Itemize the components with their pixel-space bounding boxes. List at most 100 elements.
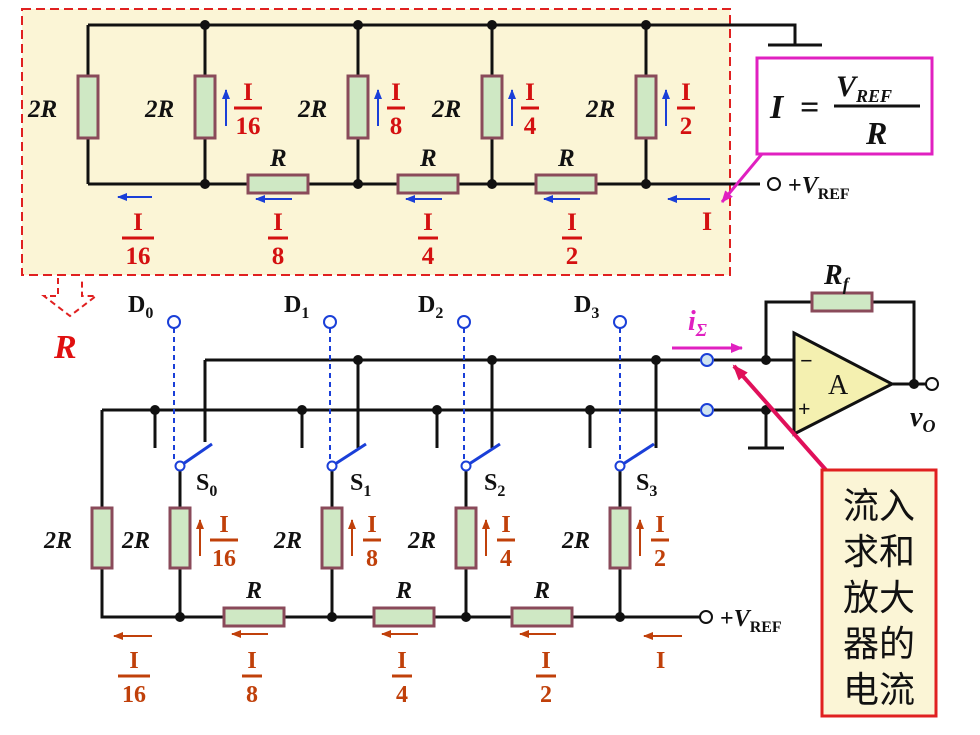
control-lines bbox=[173, 328, 621, 462]
svg-text:I: I bbox=[541, 648, 550, 674]
svg-text:4: 4 bbox=[396, 682, 408, 708]
switch-blades bbox=[179, 442, 655, 468]
top-junction-dots bbox=[200, 20, 651, 189]
bottom-vref-label: +VREF bbox=[720, 606, 782, 636]
top-branch-arrows bbox=[222, 89, 670, 126]
svg-text:16: 16 bbox=[126, 243, 151, 270]
switch-label: S3 bbox=[636, 470, 657, 500]
svg-text:4: 4 bbox=[524, 113, 537, 140]
bottom-series-resistor-0 bbox=[222, 606, 286, 628]
svg-text:I: I bbox=[397, 648, 406, 674]
svg-text:I: I bbox=[567, 209, 577, 236]
svg-text:I: I bbox=[681, 79, 691, 106]
top-shunt-label: 2R bbox=[585, 96, 615, 123]
bottom-branch-fraction-1: I 8 bbox=[363, 512, 381, 572]
svg-text:I: I bbox=[129, 648, 138, 674]
svg-text:I: I bbox=[501, 512, 510, 538]
bottom-series-resistor-2 bbox=[510, 606, 574, 628]
data-input-label: D0 bbox=[128, 292, 153, 322]
svg-text:8: 8 bbox=[246, 682, 258, 708]
svg-text:4: 4 bbox=[422, 243, 435, 270]
switch-blade-2 bbox=[465, 442, 501, 468]
bottom-rail-fraction-1: I 8 bbox=[242, 648, 262, 708]
feedback-resistor bbox=[810, 291, 874, 313]
svg-text:I: I bbox=[219, 512, 228, 538]
svg-text:I: I bbox=[391, 79, 401, 106]
data-input-terminals bbox=[167, 315, 627, 329]
svg-text:8: 8 bbox=[366, 546, 378, 572]
switch-blade-0 bbox=[179, 442, 213, 468]
note-line: 流入 bbox=[843, 486, 915, 527]
top-shunt-resistor-1 bbox=[193, 74, 217, 140]
top-series-label: R bbox=[557, 145, 575, 172]
opamp-minus: − bbox=[800, 348, 813, 373]
top-branch-fraction-1: I 8 bbox=[387, 79, 405, 140]
svg-text:16: 16 bbox=[122, 682, 146, 708]
top-series-resistor-2 bbox=[534, 173, 598, 195]
bottom-resistors bbox=[90, 291, 874, 628]
top-rail-fraction-3: I 2 bbox=[562, 209, 582, 270]
svg-text:I: I bbox=[247, 648, 256, 674]
top-rail-fraction-0: I 16 bbox=[122, 209, 154, 270]
bottom-shunt-resistor-3 bbox=[454, 506, 478, 570]
switch-pivots bbox=[174, 460, 626, 472]
bottom-junction-dots bbox=[150, 355, 919, 622]
opamp-triangle bbox=[792, 330, 896, 437]
top-shunt-resistor-3 bbox=[480, 74, 504, 140]
top-shunt-label: 2R bbox=[144, 96, 174, 123]
bottom-vref-terminal bbox=[699, 610, 713, 624]
formula-pointer bbox=[720, 153, 764, 203]
bottom-branch-fraction-2: I 4 bbox=[497, 512, 515, 572]
formula-lhs: I bbox=[769, 89, 785, 126]
top-branch-fraction-3: I 2 bbox=[677, 79, 695, 140]
bottom-series-label: R bbox=[245, 578, 262, 604]
top-shunt-label: 2R bbox=[297, 96, 327, 123]
output-label: vO bbox=[910, 402, 935, 436]
svg-text:2: 2 bbox=[654, 546, 666, 572]
note-line: 电流 bbox=[843, 670, 915, 711]
bottom-shunt-label: 2R bbox=[273, 528, 302, 554]
top-vref-terminal bbox=[767, 177, 781, 191]
switch-label: S2 bbox=[484, 470, 505, 500]
bottom-branch-fraction-3: I 2 bbox=[651, 512, 669, 572]
note-box bbox=[820, 468, 938, 718]
top-rail-fraction-1: I 8 bbox=[268, 209, 288, 270]
formula-numerator: VREF bbox=[836, 70, 892, 106]
top-shunt-resistor-2 bbox=[346, 74, 370, 140]
output-terminal bbox=[925, 377, 939, 391]
svg-text:2: 2 bbox=[680, 113, 693, 140]
top-rail-arrows bbox=[117, 193, 710, 203]
formula-equals: = bbox=[800, 89, 819, 126]
isum-label: iΣ bbox=[688, 306, 707, 340]
top-series-resistor-0 bbox=[246, 173, 310, 195]
bottom-branch-arrows bbox=[196, 519, 644, 556]
note-line: 求和 bbox=[843, 532, 915, 573]
data-input-label: D3 bbox=[574, 292, 599, 322]
top-shunt-resistor-4 bbox=[634, 74, 658, 140]
switch-blade-1 bbox=[331, 442, 367, 468]
bottom-shunt-resistor-0 bbox=[90, 506, 114, 570]
equivalent-network-highlight bbox=[21, 8, 731, 276]
rf-label: Rf bbox=[823, 260, 851, 294]
bottom-rail-fraction-2: I 4 bbox=[392, 648, 412, 708]
bottom-shunt-resistor-4 bbox=[608, 506, 632, 570]
formula-denominator: R bbox=[865, 115, 887, 151]
bottom-rail-fraction-3: I 2 bbox=[536, 648, 556, 708]
svg-text:8: 8 bbox=[390, 113, 403, 140]
top-branch-fraction-0: I 16 bbox=[234, 79, 262, 140]
svg-text:8: 8 bbox=[272, 243, 285, 270]
bottom-series-resistor-1 bbox=[372, 606, 436, 628]
top-rail-fraction-2: I 4 bbox=[418, 209, 438, 270]
bottom-series-label: R bbox=[533, 578, 550, 604]
bottom-shunt-label: 2R bbox=[561, 528, 590, 554]
svg-text:I: I bbox=[525, 79, 535, 106]
bottom-shunt-resistor-1 bbox=[168, 506, 192, 570]
svg-text:2: 2 bbox=[566, 243, 579, 270]
bottom-shunt-label: 2R bbox=[121, 528, 150, 554]
top-shunt-resistor-0 bbox=[76, 74, 100, 140]
opamp-plus: + bbox=[798, 396, 811, 421]
top-resistors bbox=[76, 74, 658, 195]
svg-text:2: 2 bbox=[540, 682, 552, 708]
